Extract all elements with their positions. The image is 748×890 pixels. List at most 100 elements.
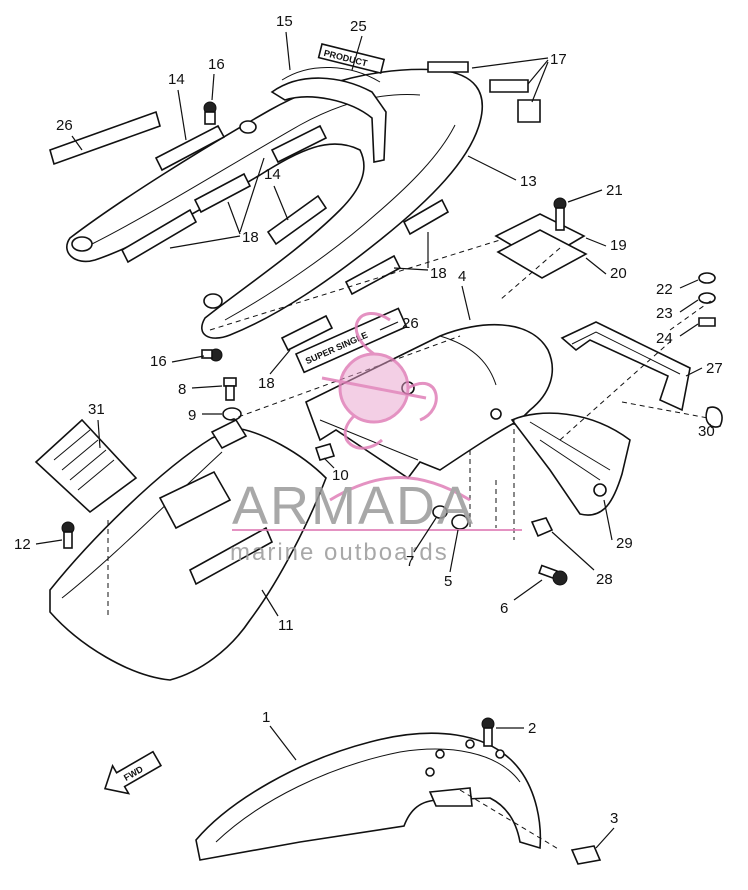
callout-6: 6	[500, 579, 543, 617]
callout-17: 17	[471, 51, 567, 103]
loose-decal-26	[49, 110, 161, 166]
clip-3	[570, 845, 602, 865]
svg-text:1: 1	[262, 709, 270, 726]
svg-text:21: 21	[606, 182, 623, 199]
svg-text:18: 18	[430, 265, 447, 282]
svg-text:7: 7	[406, 553, 414, 570]
bolt-12	[61, 521, 75, 549]
callout-27: 27	[685, 360, 723, 377]
svg-text:6: 6	[500, 600, 508, 617]
callout-23: 23	[656, 299, 699, 322]
nut-28	[530, 517, 554, 538]
nuts-5-7	[432, 505, 469, 530]
inner-fender-4	[305, 323, 554, 480]
callout-13: 13	[467, 155, 537, 190]
svg-text:25: 25	[350, 18, 367, 35]
svg-text:3: 3	[610, 810, 618, 827]
callout-2: 2	[496, 720, 536, 737]
svg-text:5: 5	[444, 573, 452, 590]
svg-text:15: 15	[276, 13, 293, 30]
svg-text:18: 18	[242, 229, 259, 246]
bolt-16-lower	[201, 348, 223, 362]
callout-18a: 18	[169, 157, 265, 249]
front-fender-1	[195, 732, 542, 861]
svg-text:27: 27	[706, 360, 723, 377]
top-logo-decal: PRODUCT	[317, 43, 386, 75]
callout-19: 19	[585, 237, 627, 254]
watermark-logo-icon	[321, 312, 471, 502]
mount-plate-19	[494, 213, 588, 279]
callout-24: 24	[656, 323, 699, 347]
watermark: ARMADA marine outboards	[230, 312, 522, 566]
svg-text:24: 24	[656, 330, 673, 347]
svg-text:31: 31	[88, 401, 105, 418]
cowl-stripe-decals	[120, 124, 450, 352]
reflector-30	[705, 406, 723, 428]
watermark-tagline: marine outboards	[230, 539, 449, 566]
washers-22-24	[698, 272, 716, 327]
callout-15: 15	[276, 13, 293, 71]
bolt-8	[223, 377, 237, 401]
callout-5: 5	[444, 529, 459, 590]
bolt-21	[553, 197, 567, 231]
reflector-decals-17	[427, 61, 541, 123]
svg-text:22: 22	[656, 281, 673, 298]
svg-text:26: 26	[56, 117, 73, 134]
svg-text:30: 30	[698, 423, 715, 440]
callout-18b: 18	[393, 232, 447, 282]
callout-22: 22	[656, 279, 699, 298]
callout-18c: 18	[258, 349, 291, 392]
bolt-2	[481, 717, 495, 747]
svg-text:29: 29	[616, 535, 633, 552]
callout-31: 31	[88, 401, 105, 449]
callout-20: 20	[585, 257, 627, 282]
callout-1: 1	[262, 709, 297, 761]
callout-4: 4	[458, 268, 471, 321]
callout-labels: 1 2 3 4 5 6 7 8 9 10 11 12 13 14 14 15 1…	[14, 13, 723, 849]
callout-14a: 14	[168, 71, 187, 141]
svg-text:4: 4	[458, 268, 466, 285]
svg-text:2: 2	[528, 720, 536, 737]
svg-text:12: 12	[14, 536, 31, 553]
svg-text:28: 28	[596, 571, 613, 588]
callout-21: 21	[567, 182, 623, 203]
callout-26a: 26	[56, 117, 83, 151]
svg-text:23: 23	[656, 305, 673, 322]
svg-text:14: 14	[168, 71, 185, 88]
bracket-27	[560, 321, 691, 412]
callout-3: 3	[595, 810, 618, 849]
svg-text:19: 19	[610, 237, 627, 254]
tail-lamp-bracket-29	[510, 412, 631, 516]
svg-text:8: 8	[178, 381, 186, 398]
svg-text:18: 18	[258, 375, 275, 392]
bolt-6	[538, 564, 568, 586]
bolt-16-upper	[203, 101, 217, 125]
nut-10	[314, 443, 336, 461]
svg-text:16: 16	[150, 353, 167, 370]
rear-fender-11	[49, 418, 327, 681]
seat-cowl: PRODUCT SUPER SINGLE	[49, 43, 541, 374]
svg-text:13: 13	[520, 173, 537, 190]
callout-8: 8	[178, 381, 223, 398]
svg-text:10: 10	[332, 467, 349, 484]
svg-text:14: 14	[264, 166, 281, 183]
svg-text:17: 17	[550, 51, 567, 68]
callout-28: 28	[551, 531, 613, 588]
info-label-31	[34, 418, 138, 514]
callout-26b: 26	[379, 315, 419, 332]
callout-16b: 16	[150, 353, 205, 370]
watermark-brand: ARMADA	[232, 476, 475, 536]
assembly-guide-lines	[107, 239, 713, 851]
callout-11: 11	[261, 589, 294, 634]
callout-29: 29	[603, 499, 633, 552]
washer-9	[222, 407, 242, 421]
forward-arrow-icon: FWD	[103, 750, 163, 795]
callout-12: 12	[14, 536, 63, 553]
callout-16a: 16	[208, 56, 225, 101]
svg-text:11: 11	[278, 617, 294, 634]
svg-text:9: 9	[188, 407, 196, 424]
svg-text:16: 16	[208, 56, 225, 73]
svg-text:26: 26	[402, 315, 419, 332]
callout-7: 7	[406, 517, 437, 570]
